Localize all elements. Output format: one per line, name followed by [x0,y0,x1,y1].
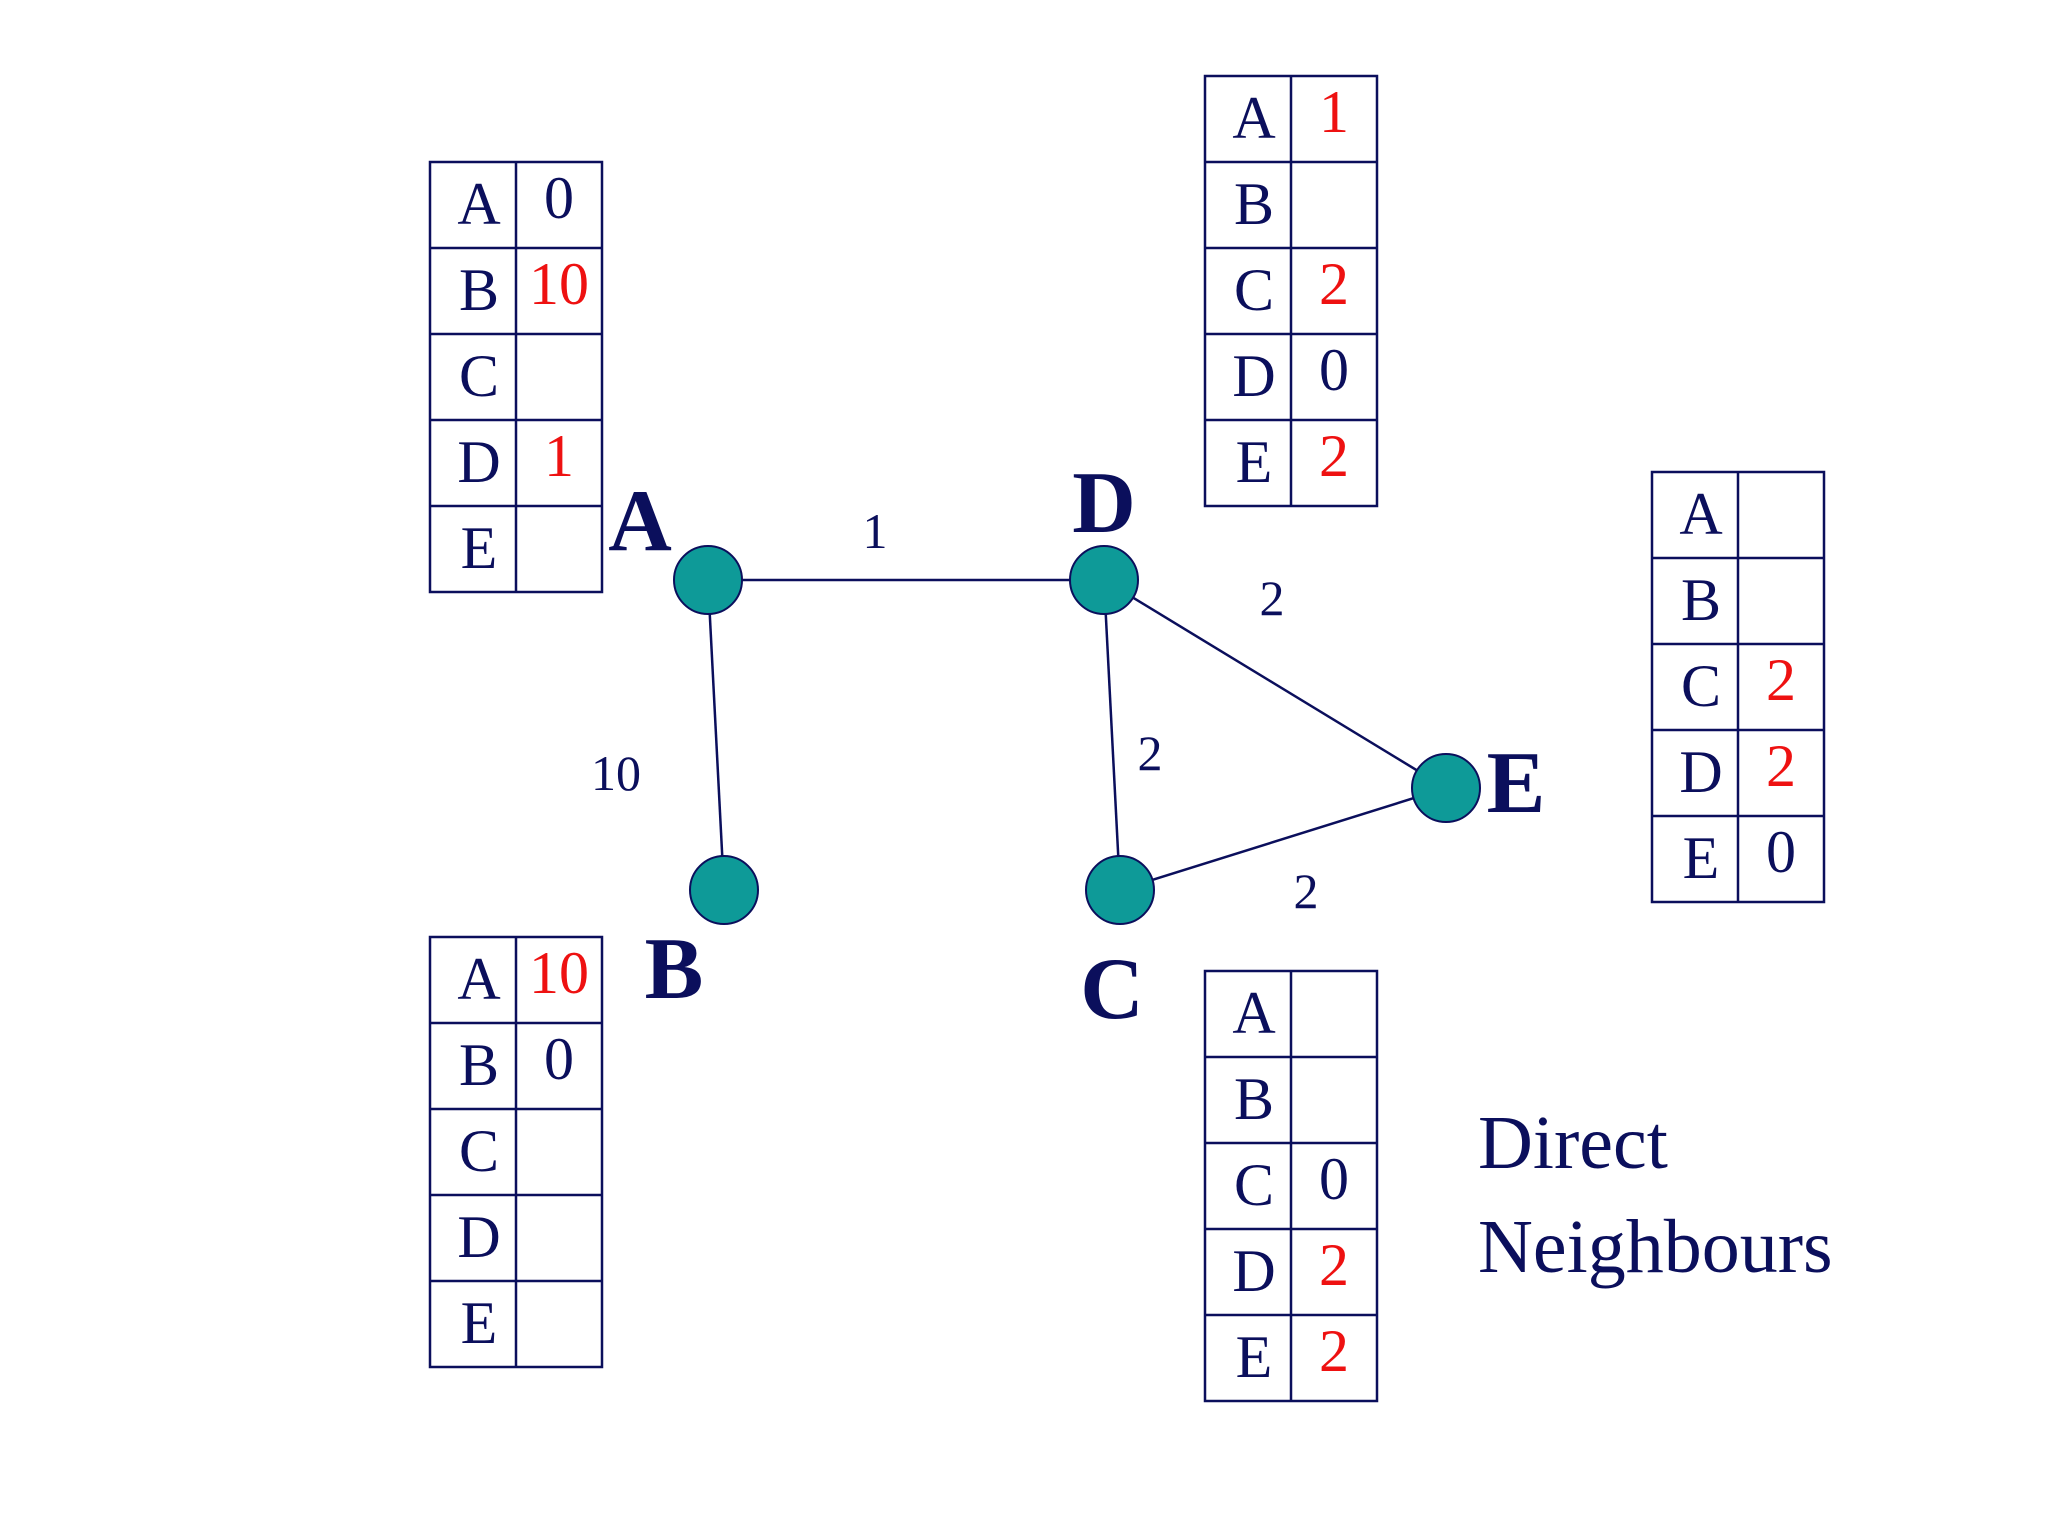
table-dest-label: D [1679,739,1722,805]
nodes: A B C D E [608,455,1545,1038]
table-dest-label: E [461,1290,498,1356]
edges: 1 10 2 2 2 [591,503,1447,919]
table-distance-value: 0 [544,1026,574,1092]
table-distance-value: 2 [1319,251,1349,317]
table-dest-label: C [459,1118,499,1184]
table-dest-label: B [1681,567,1721,633]
edge-a-b [706,579,726,891]
table-dest-label: C [1234,1152,1274,1218]
table-distance-value: 0 [1766,819,1796,885]
node-label-b: B [645,921,704,1018]
table-distance-value: 0 [1319,337,1349,403]
table-dest-label: A [1679,481,1722,547]
table-dest-label: E [1683,825,1720,891]
node-e [1411,753,1481,823]
table-distance-value: 10 [529,251,589,317]
node-label-e: E [1487,735,1546,832]
node-label-c: C [1080,941,1144,1038]
table-dest-label: B [1234,171,1274,237]
table-dest-label: B [1234,1066,1274,1132]
table-distance-value: 2 [1766,733,1796,799]
caption-line-2: Neighbours [1478,1205,1833,1289]
table-distance-value: 1 [1319,79,1349,145]
node-label-a: A [608,473,672,570]
table-distance-value: 0 [544,165,574,231]
node-b [689,855,759,925]
table-distance-value: 1 [544,423,574,489]
edge-weight-a-d: 1 [863,503,888,559]
table-dest-label: D [457,429,500,495]
table-dest-label: A [457,171,500,237]
edge-weight-a-b: 10 [591,745,641,801]
edge-weight-d-c: 2 [1138,725,1163,781]
table-dest-label: E [1236,429,1273,495]
table-dest-label: C [459,343,499,409]
edge-c-e [1119,786,1447,892]
node-label-d: D [1072,455,1136,552]
edge-weight-c-e: 2 [1294,863,1319,919]
table-dest-label: D [457,1204,500,1270]
table-dest-label: A [1232,85,1275,151]
caption-line-1: Direct [1478,1101,1668,1185]
node-d [1069,545,1139,615]
table-distance-value: 2 [1319,1232,1349,1298]
table-dest-label: B [459,257,499,323]
table-dest-label: E [461,515,498,581]
edge-weight-d-e: 2 [1260,570,1285,626]
edge-d-e [1103,578,1447,790]
table-dest-label: C [1234,257,1274,323]
table-distance-value: 2 [1319,1318,1349,1384]
table-distance-value: 10 [529,940,589,1006]
table-dest-label: A [457,946,500,1012]
table-distance-value: 0 [1319,1146,1349,1212]
table-dest-label: D [1232,1238,1275,1304]
node-a [673,545,743,615]
table-dest-label: E [1236,1324,1273,1390]
table-dest-label: C [1681,653,1721,719]
table-dest-label: B [459,1032,499,1098]
table-dest-label: D [1232,343,1275,409]
edge-d-c [1102,579,1122,891]
node-c [1085,855,1155,925]
table-distance-value: 2 [1319,423,1349,489]
table-distance-value: 2 [1766,647,1796,713]
table-dest-label: A [1232,980,1275,1046]
